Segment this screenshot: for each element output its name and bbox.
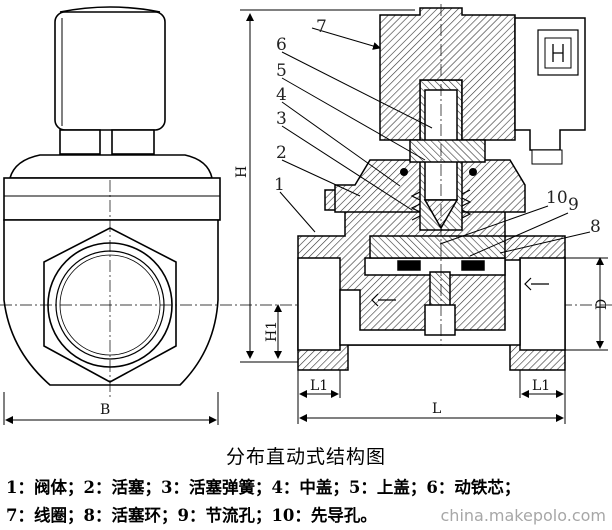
dimension-b — [3, 392, 219, 425]
part-label-2: 2 — [276, 143, 287, 163]
part-label-1: 1 — [274, 175, 285, 195]
section-view — [297, 7, 586, 371]
dim-label-h: H — [234, 166, 250, 178]
part-label-7: 7 — [316, 17, 327, 37]
part-label-9: 9 — [568, 195, 579, 215]
dim-label-h1: H1 — [264, 321, 280, 342]
leader-lines — [279, 27, 591, 257]
valve-cross-section-drawing: B — [0, 4, 612, 425]
diagram-caption: 分布直动式结构图 — [225, 446, 386, 468]
part-label-6: 6 — [276, 35, 287, 55]
dim-label-b: B — [100, 402, 110, 418]
watermark: china.makepolo.com — [440, 506, 607, 525]
part-label-8: 8 — [590, 217, 601, 237]
part-label-10: 10 — [546, 188, 568, 208]
legend-line-2: 7：线圈；8：活塞环；9：节流孔；10：先导孔。 — [6, 506, 377, 525]
part-label-3: 3 — [276, 109, 287, 129]
dim-label-l1-right: L1 — [532, 378, 550, 394]
dim-label-d: D — [594, 299, 610, 310]
dimension-h — [240, 9, 608, 363]
dim-label-l1-left: L1 — [310, 378, 328, 394]
side-view — [3, 6, 221, 386]
part-label-4: 4 — [276, 85, 287, 105]
dimension-l — [297, 370, 566, 424]
dim-label-l: L — [432, 401, 441, 417]
part-label-5: 5 — [276, 61, 287, 81]
legend-line-1: 1：阀体；2：活塞；3：活塞弹簧；4：中盖；5：上盖；6：动铁芯； — [6, 478, 521, 497]
